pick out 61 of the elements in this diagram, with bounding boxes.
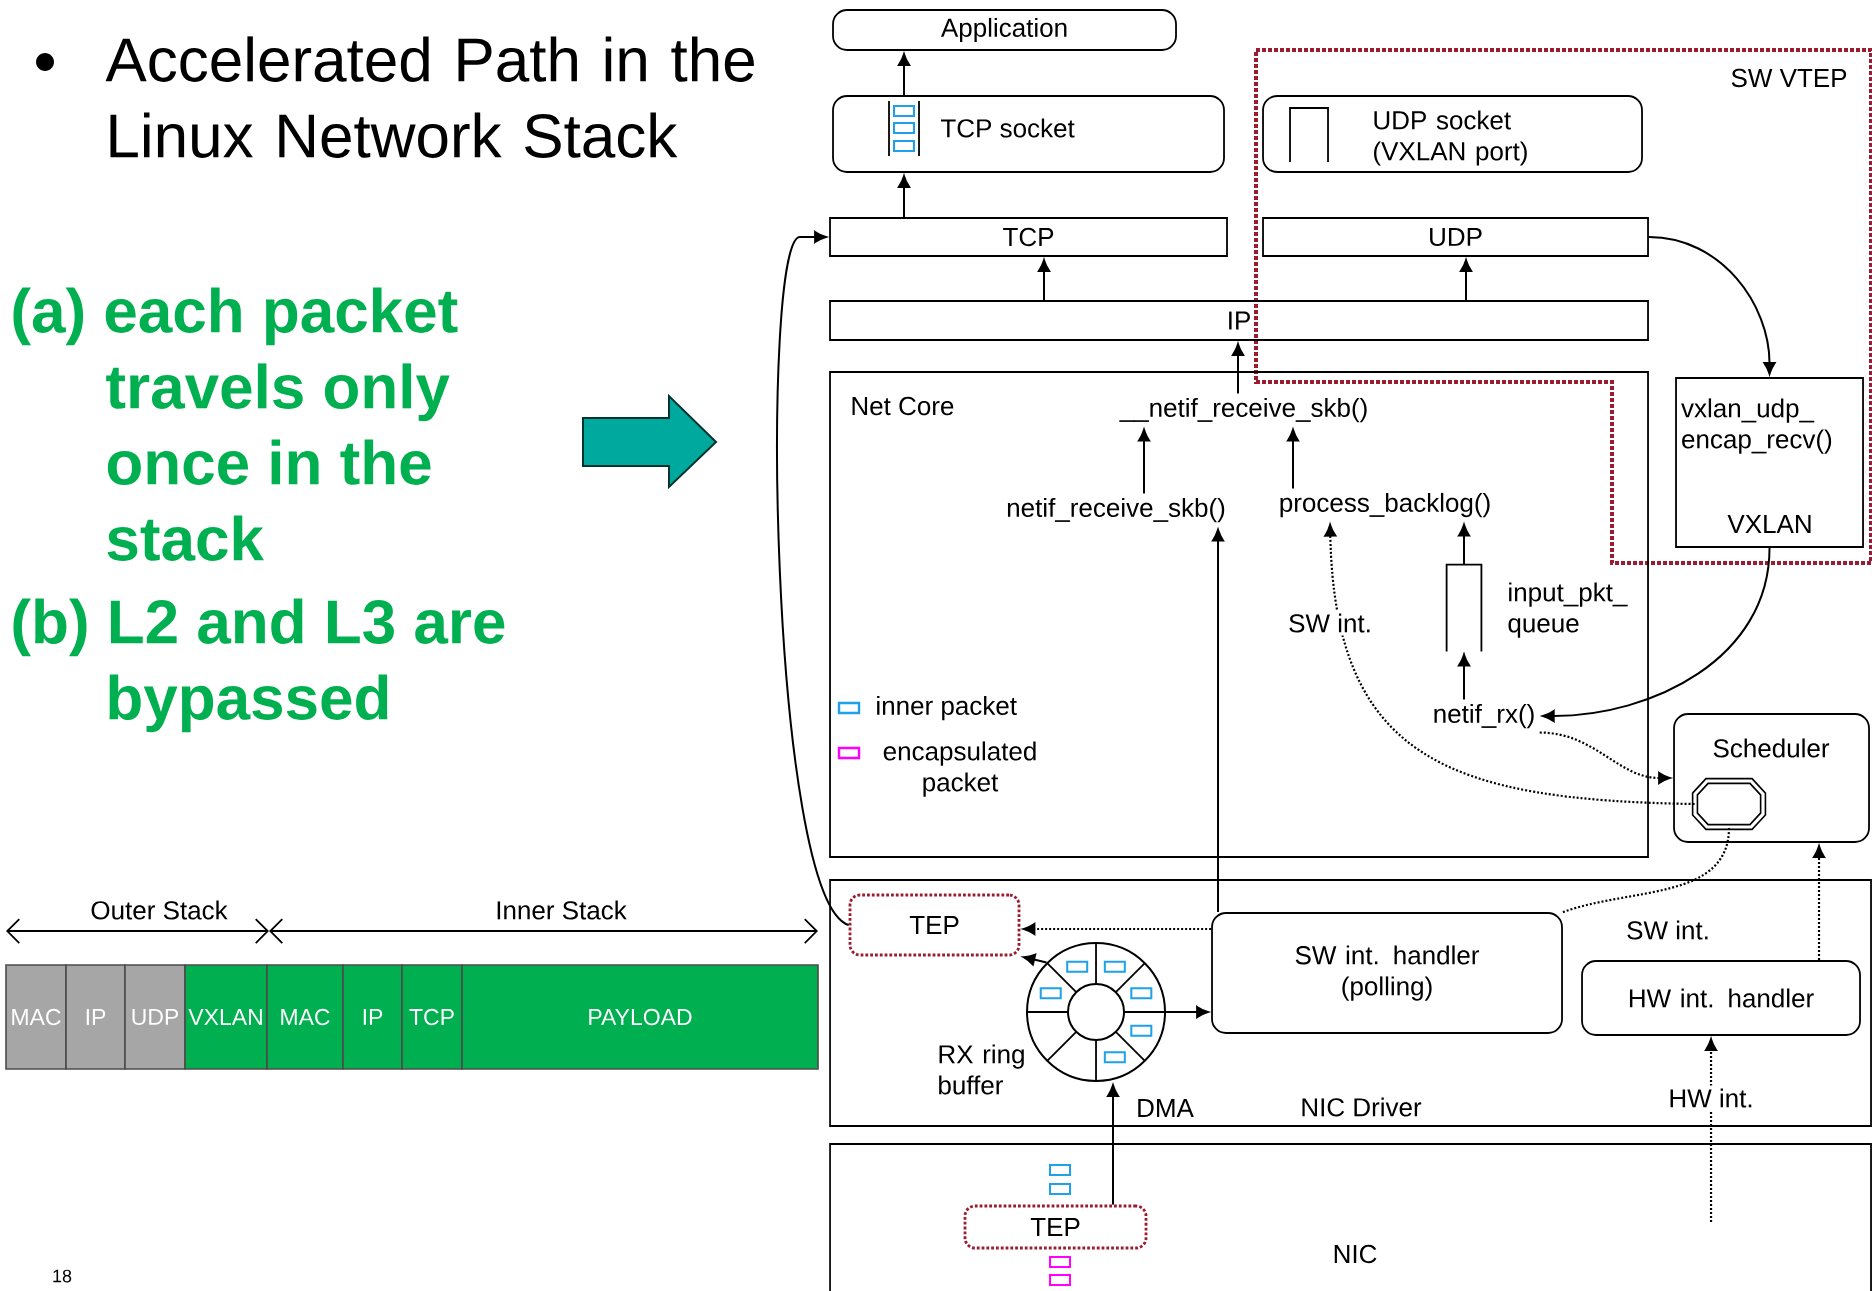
arrow: [776, 230, 850, 926]
function-name: netif_rx(): [1434, 703, 1534, 729]
handler-box: SW int. handler (polling): [1211, 912, 1563, 1034]
page-number: 18: [53, 1269, 72, 1283]
edge-label: SW int.: [1285, 610, 1375, 636]
legend-label: inner packet: [877, 695, 1017, 721]
header-field: IP: [342, 964, 403, 1070]
header-field: IP: [65, 964, 126, 1070]
title: Accelerated Path in the Linux Network Stack: [105, 36, 754, 158]
queue-drawing: [1445, 563, 1483, 653]
function-name: __netif_receive_skb(): [1119, 397, 1367, 423]
arrow: [1107, 1084, 1120, 1206]
arrow: [1542, 546, 1771, 723]
tep-box: TEP: [848, 893, 1021, 957]
arrow: [1458, 653, 1471, 701]
ring-label: RX ring buffer: [939, 1044, 1024, 1095]
socket-box: TCP socket: [832, 95, 1225, 173]
arrow: [1324, 524, 1695, 806]
arrow: [1022, 953, 1048, 966]
layer-box: IP: [829, 300, 1649, 341]
header-field: TCP: [401, 964, 463, 1070]
header-field: UDP: [124, 964, 186, 1070]
arrow: [1705, 1038, 1717, 1222]
arrow: [898, 175, 911, 219]
arrow: [1539, 731, 1671, 784]
module-box: vxlan_udp_ encap_recv() VXLAN: [1675, 377, 1864, 548]
function-name: netif_receive_skb(): [1007, 497, 1225, 523]
queue-label: input_pkt_ queue: [1508, 582, 1628, 638]
arrow: [1232, 343, 1245, 395]
edge-label: DMA: [1133, 1096, 1197, 1120]
arrow: [1458, 523, 1471, 566]
arrow: [1287, 428, 1300, 490]
legend-label: encapsulated packet: [883, 741, 1036, 797]
arrow: [1023, 923, 1212, 935]
note-text: (b) L2 and L3 are bypassed: [13, 598, 505, 733]
arrow: [1813, 845, 1825, 961]
stack-label: Outer Stack: [91, 900, 228, 920]
layer-box: TCP: [829, 217, 1228, 257]
header-field: VXLAN: [184, 964, 268, 1070]
arrow: [1165, 1006, 1209, 1019]
note-text: (a) each packet travels only once in the stack: [13, 287, 458, 561]
tep-box: TEP: [963, 1204, 1148, 1250]
arrow: [1647, 236, 1776, 375]
header-field: MAC: [266, 964, 344, 1070]
arrow: [1038, 259, 1051, 302]
stack-label: Inner Stack: [497, 900, 627, 920]
arrow: [1212, 528, 1225, 914]
arrow: [1460, 259, 1473, 302]
edge-label: HW int.: [1665, 1085, 1757, 1111]
scheduler-box: Scheduler: [1673, 713, 1870, 843]
ring-buffer: [1026, 942, 1166, 1082]
arrow: [898, 53, 911, 97]
layer-box: Application: [832, 9, 1177, 51]
handler-box: HW int. handler: [1581, 960, 1861, 1036]
function-name: process_backlog(): [1280, 492, 1490, 518]
scheduler-queue-symbol: [1691, 777, 1767, 831]
socket-box: UDP socket (VXLAN port): [1262, 95, 1643, 173]
edge-label: SW int.: [1623, 917, 1713, 943]
layer-box: UDP: [1262, 217, 1649, 257]
arrow: [1138, 428, 1151, 495]
header-field: MAC: [5, 964, 67, 1070]
